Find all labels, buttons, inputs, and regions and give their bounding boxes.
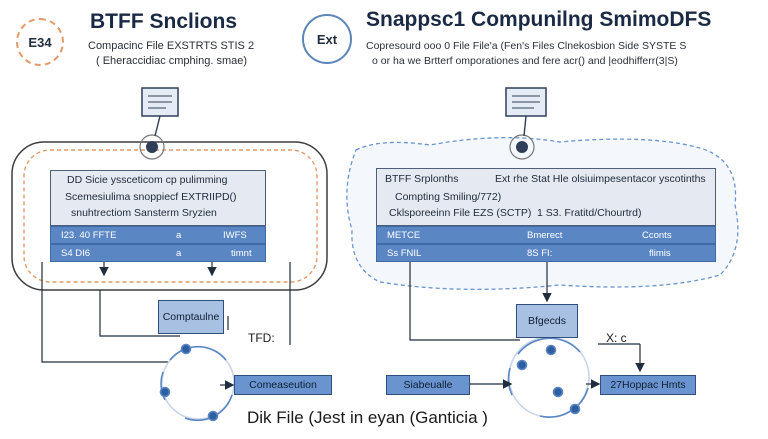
right-bar-1-cell-2: Bmerect: [527, 230, 563, 241]
right-panel-line-3b: 1 S3. Fratitd/Chourtrd): [537, 207, 642, 219]
right-bar-1-cell-3: Cconts: [642, 230, 672, 241]
bottom-mid-box-label: Siabeualle: [403, 379, 453, 391]
monitor-icon-right: [505, 87, 547, 160]
left-bar-2-cell-3: timnt: [231, 248, 252, 259]
left-panel-line-3: snuhtrectiom Sansterm Sryzien: [71, 207, 217, 219]
right-panel-line-1b: Ext rhe Stat Hle olsiuimpesentacor yscot…: [495, 173, 706, 185]
right-subtitle-1: Copresourd ooo 0 File File'a (Fen's File…: [366, 40, 687, 52]
left-bar-row-2: S4 DI6 a timnt: [50, 244, 266, 262]
left-dashed-frame: [23, 149, 318, 283]
right-subtitle-2: o or ha we Brtterf omporationes and fere…: [372, 55, 678, 67]
right-badge: Ext: [302, 14, 352, 64]
left-bar-2-cell-1: S4 DI6: [61, 248, 91, 259]
left-bar-2-cell-2: a: [176, 248, 182, 259]
bottom-left-box-label: Comeaseution: [249, 379, 317, 391]
right-badge-label: Ext: [316, 31, 338, 47]
xc-label: X: c: [606, 331, 627, 345]
left-bar-1-cell-1: I23. 40 FFTE: [61, 230, 117, 241]
bottom-mid-box: Siabeualle: [386, 375, 470, 395]
tfd-label: TFD:: [248, 331, 275, 345]
bottom-right-box: 27Hoppac Hmts: [600, 375, 696, 395]
right-panel-line-2: Compting Smiling/772): [395, 191, 502, 203]
right-bar-2-cell-2: 8S FI:: [527, 248, 553, 259]
left-panel-line-2: Scemesiulima snoppiecf EXTRIIPD(): [65, 191, 237, 203]
left-panel: DD Sicie yssceticom cp pulimming Scemesi…: [50, 170, 266, 226]
bottom-left-box: Comeaseution: [234, 375, 332, 395]
right-panel: BTFF Srplonths Ext rhe Stat Hle olsiuimp…: [376, 168, 716, 226]
right-bar-1-cell-1: METCE: [387, 230, 421, 241]
right-small-box: Bfgecds: [516, 304, 578, 338]
left-bar-1-cell-2: a: [176, 230, 182, 241]
monitor-icon-left: [139, 87, 179, 160]
left-bar-1-cell-3: IWFS: [223, 230, 247, 241]
right-small-box-label: Bfgecds: [528, 315, 566, 327]
left-bar-row-1: I23. 40 FFTE a IWFS: [50, 226, 266, 244]
left-panel-line-1: DD Sicie yssceticom cp pulimming: [67, 174, 228, 186]
right-bar-row-1: METCE Bmerect Cconts: [376, 226, 716, 244]
right-bar-2-cell-1: Ss FNIL: [387, 248, 422, 259]
right-panel-line-3a: Cklsporeeinn File EZS (SCTP): [389, 207, 532, 219]
left-badge-label: E34: [28, 34, 52, 50]
left-subtitle-1: Compacinc File EXSTRTS STIS 2: [88, 40, 255, 52]
right-panel-line-1a: BTFF Srplonths: [385, 173, 459, 185]
left-small-box-label: Comptaulne: [162, 311, 220, 323]
right-bar-2-cell-3: flimis: [649, 248, 671, 259]
left-outer-frame: [11, 141, 328, 291]
left-small-box: Comptaulne: [158, 300, 224, 334]
cycle-icon-left: [159, 343, 235, 422]
left-badge: E34: [16, 18, 64, 66]
right-bar-row-2: Ss FNIL 8S FI: flimis: [376, 244, 716, 262]
bottom-right-box-label: 27Hoppac Hmts: [610, 379, 686, 391]
left-title: BTFF Snclions: [90, 10, 237, 33]
cycle-icon-right: [507, 336, 590, 418]
right-title: Snappsc1 Compunilng SmimoDFS: [366, 8, 712, 31]
left-subtitle-2: ( Eheraccidiac cmphing. smae): [96, 55, 248, 67]
diagram-caption: Dik File (Jest in eyan (Ganticia ): [247, 408, 488, 427]
